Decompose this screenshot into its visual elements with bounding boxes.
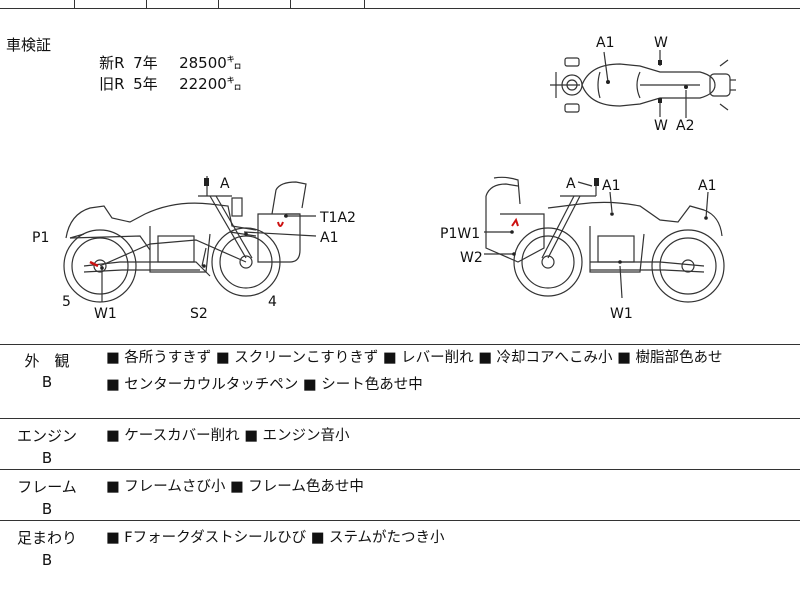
condition-row-frame: フレーム B ■ フレームさび小 ■ フレーム色あせ中 <box>0 470 800 521</box>
condition-notes: ■ Fフォークダストシールひび ■ ステムがたつき小 <box>106 525 796 552</box>
category-label: 外 観 <box>24 352 70 370</box>
condition-row-exterior: 外 観 B ■ 各所うすきず ■ スクリーンこすりきず ■ レバー削れ ■ 冷却… <box>0 344 800 419</box>
note-item: ■ エンジン音小 <box>244 428 350 444</box>
reg-old-era: 旧R <box>99 75 125 93</box>
grade-value: B <box>41 551 53 569</box>
label-right-w1: W1 <box>610 306 633 322</box>
table-divider <box>218 0 219 8</box>
condition-notes: ■ 各所うすきず ■ スクリーンこすりきず ■ レバー削れ ■ 冷却コアへこみ小… <box>106 345 796 399</box>
motorcycle-diagrams: A1 W W A2 A P1 T1A2 A1 5 W1 S2 4 A A1 A1… <box>32 35 736 322</box>
reg-old-year: 5年 <box>133 75 158 93</box>
label-right-a1-rear: A1 <box>698 178 716 194</box>
note-item: ■ シート色あせ中 <box>302 377 423 393</box>
note-item: ■ センターカウルタッチペン <box>106 377 299 393</box>
condition-row-engine: エンジン B ■ ケースカバー削れ ■ エンジン音小 <box>0 419 800 470</box>
note-item: ■ ステムがたつき小 <box>310 530 445 546</box>
damage-mark <box>277 221 284 227</box>
note-item: ■ 冷却コアへこみ小 <box>478 350 613 366</box>
label-left-a1: A1 <box>320 230 338 246</box>
label-left-a: A <box>220 176 230 192</box>
bike-diagram-panel <box>0 8 800 345</box>
label-right-a1-front: A1 <box>602 178 620 194</box>
note-item: ■ スクリーンこすりきず <box>215 350 379 366</box>
condition-notes: ■ フレームさび小 ■ フレーム色あせ中 <box>106 474 796 501</box>
registration-new: 新R 7年 28500㌔ <box>80 34 249 91</box>
label-left-p1: P1 <box>32 230 49 246</box>
label-left-s2: S2 <box>190 306 208 322</box>
reg-new-km: 28500㌔ <box>179 54 242 72</box>
label-right-w2: W2 <box>460 250 483 266</box>
label-left-5: 5 <box>62 294 71 310</box>
table-divider <box>74 0 75 8</box>
grade-value: B <box>41 500 53 518</box>
registration-label: 車検証 <box>6 36 52 54</box>
condition-row-suspension: 足まわり B ■ Fフォークダストシールひび ■ ステムがたつき小 <box>0 521 800 600</box>
label-left-t1a2: T1A2 <box>319 210 356 226</box>
grade-value: B <box>41 449 53 467</box>
label-left-w1: W1 <box>94 306 117 322</box>
label-right-a: A <box>566 176 576 192</box>
table-divider <box>146 0 147 8</box>
left-side-motorcycle <box>63 176 317 303</box>
top-view-motorcycle <box>550 50 736 118</box>
label-left-4: 4 <box>268 294 277 310</box>
note-item: ■ レバー削れ <box>382 350 474 366</box>
top-table-edge <box>0 0 800 9</box>
right-side-motorcycle <box>484 176 725 303</box>
table-divider <box>364 0 365 8</box>
damage-mark <box>89 260 99 268</box>
label-top-a1: A1 <box>596 35 614 51</box>
note-item: ■ 樹脂部色あせ <box>617 350 723 366</box>
reg-new-year: 7年 <box>133 54 158 72</box>
note-item: ■ ケースカバー削れ <box>106 428 240 444</box>
category-label: 足まわり <box>16 529 77 547</box>
note-item: ■ フレームさび小 <box>106 479 226 495</box>
registration-old: 旧R 5年 22200㌔ <box>80 55 249 112</box>
table-divider <box>290 0 291 8</box>
damage-mark <box>511 217 519 227</box>
category-label: エンジン <box>16 427 77 445</box>
note-item: ■ Fフォークダストシールひび <box>106 530 307 546</box>
grade-value: B <box>41 373 53 391</box>
category-label: フレーム <box>17 478 77 496</box>
label-top-a2: A2 <box>676 118 694 134</box>
label-top-w-upper: W <box>654 35 668 51</box>
reg-old-km: 22200㌔ <box>179 75 242 93</box>
note-item: ■ 各所うすきず <box>106 350 212 366</box>
label-right-p1w1: P1W1 <box>440 226 480 242</box>
reg-new-era: 新R <box>99 54 125 72</box>
note-item: ■ フレーム色あせ中 <box>229 479 364 495</box>
condition-notes: ■ ケースカバー削れ ■ エンジン音小 <box>106 423 796 450</box>
label-top-w-lower: W <box>654 118 668 134</box>
